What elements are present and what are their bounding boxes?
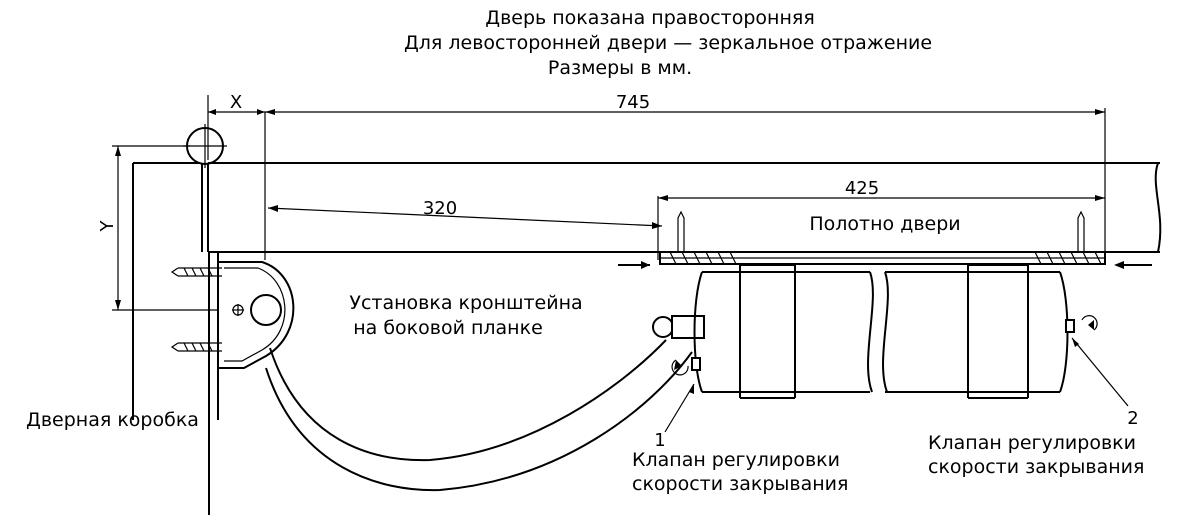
dim-425-label: 425 (845, 178, 879, 199)
bracket-label-1: Установка кронштейна (349, 292, 582, 314)
valve-2 (1065, 315, 1129, 407)
valve-1 (664, 357, 701, 433)
valve-2-label-1: Клапан регулировки (928, 432, 1136, 454)
dim-320-label: 320 (423, 198, 457, 219)
bracket (170, 261, 295, 369)
dim-y-label: Y (97, 220, 118, 233)
valve-2-label-2: скорости закрывания (928, 456, 1144, 478)
closer-arm (265, 315, 705, 492)
dim-745-label: 745 (616, 92, 650, 113)
bracket-label-2: на боковой планке (353, 317, 543, 339)
dimension-lines (112, 95, 1105, 311)
door-leaf-label: Полотно двери (809, 213, 960, 235)
valve-1-label-2: скорости закрывания (632, 473, 848, 495)
frame-label: Дверная коробка (26, 409, 199, 431)
header-line-3: Размеры в мм. (548, 57, 692, 79)
closer-body (693, 264, 1069, 399)
valve-1-label-1: Клапан регулировки (632, 449, 840, 471)
valve-2-number: 2 (1127, 408, 1138, 429)
dim-x-label: X (230, 92, 242, 113)
door-leaf (208, 108, 1162, 269)
valve-1-number: 1 (654, 430, 665, 451)
header-line-1: Дверь показана правосторонняя (485, 7, 815, 29)
header-line-2: Для левосторонней двери — зеркальное отр… (404, 32, 932, 54)
